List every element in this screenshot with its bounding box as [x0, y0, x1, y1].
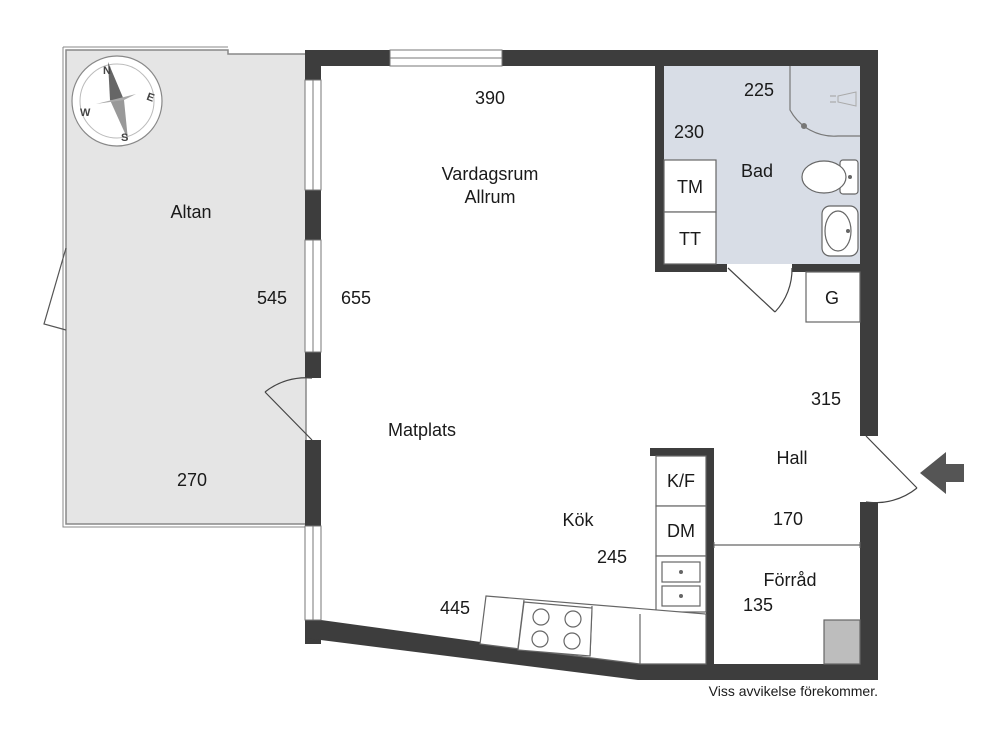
- room-vardagsrum: Vardagsrum: [442, 164, 539, 184]
- room-bad: Bad: [741, 161, 773, 181]
- tumble-dryer-box: [663, 211, 717, 265]
- dim-living-height: 655: [341, 288, 371, 308]
- fridge-freezer-box: [655, 455, 707, 507]
- label-kf: K/F: [667, 471, 695, 491]
- label-tm: TM: [677, 177, 703, 197]
- compass-e: E: [145, 91, 156, 105]
- room-matplats: Matplats: [388, 420, 456, 440]
- sink-icon: [821, 205, 859, 257]
- walls: [305, 50, 878, 680]
- dim-living-width: 390: [475, 88, 505, 108]
- stove-icon: [517, 601, 593, 657]
- bath-fixtures: [663, 66, 860, 265]
- label-dm: DM: [667, 521, 695, 541]
- dim-bath-height: 230: [674, 122, 704, 142]
- shower-icon: [789, 66, 860, 137]
- compass-w: W: [80, 107, 91, 119]
- dim-altan-width: 270: [177, 470, 207, 490]
- toilet-icon: [801, 159, 859, 195]
- windows: [304, 49, 503, 621]
- room-hall: Hall: [776, 448, 807, 468]
- doors: [264, 267, 918, 504]
- label-g: G: [825, 288, 839, 308]
- dim-altan-height: 545: [257, 288, 287, 308]
- closet-g-box: [805, 271, 861, 323]
- compass-icon: N E S W: [71, 55, 163, 147]
- entrance-arrow-icon: [920, 452, 964, 494]
- compass-s: S: [121, 132, 128, 144]
- dishwasher-box: [655, 505, 707, 557]
- room-kok: Kök: [562, 510, 594, 530]
- disclaimer-note: Viss avvikelse förekommer.: [709, 683, 878, 699]
- kitchen-fixtures: [479, 455, 707, 665]
- dim-kitchen-width: 445: [440, 598, 470, 618]
- dim-hall-height: 315: [811, 389, 841, 409]
- room-forrad: Förråd: [763, 570, 816, 590]
- room-allrum: Allrum: [464, 187, 515, 207]
- label-tt: TT: [679, 229, 701, 249]
- dim-kitchen-depth: 245: [597, 547, 627, 567]
- room-altan: Altan: [170, 202, 211, 222]
- compass-n: N: [103, 65, 111, 77]
- washing-machine-box: [663, 159, 717, 213]
- kitchen-sink-icon: [661, 561, 701, 607]
- dim-hall-width: 170: [773, 509, 803, 529]
- storage-fixtures: [713, 542, 861, 665]
- dim-bath-width: 225: [744, 80, 774, 100]
- dim-storage-depth: 135: [743, 595, 773, 615]
- storage-shelf: [823, 619, 861, 665]
